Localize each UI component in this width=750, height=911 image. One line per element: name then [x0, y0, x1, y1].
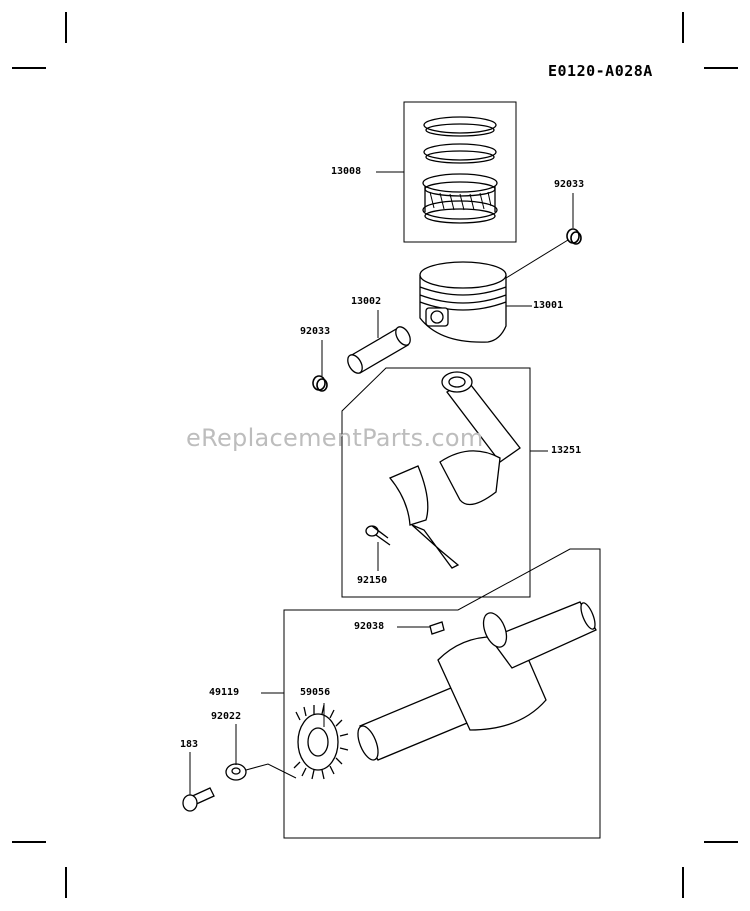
label-crankshaft-assy[interactable]: 49119 — [209, 687, 240, 698]
label-gear[interactable]: 59056 — [300, 687, 331, 698]
crop-marks — [12, 12, 738, 898]
clip-art — [312, 228, 582, 392]
crankshaft-art — [357, 601, 597, 761]
label-key[interactable]: 92038 — [354, 621, 385, 632]
label-bolt[interactable]: 183 — [180, 739, 199, 750]
piston-art — [419, 261, 507, 343]
gear-art — [293, 704, 349, 780]
label-piston[interactable]: 13001 — [533, 300, 564, 311]
crankshaft-box — [283, 548, 601, 839]
piston-pin-art — [347, 326, 411, 374]
label-piston-pin[interactable]: 13002 — [351, 296, 382, 307]
diagram-code: E0120-A028A — [548, 62, 653, 80]
connecting-rod-box — [341, 367, 531, 598]
ring-set-box — [403, 101, 517, 243]
label-connecting-rod[interactable]: 13251 — [551, 445, 582, 456]
label-clip-right[interactable]: 92033 — [554, 179, 585, 190]
connecting-rod-art — [365, 371, 521, 569]
label-rod-bolt[interactable]: 92150 — [357, 575, 388, 586]
washer-bolt-art — [182, 763, 247, 812]
piston-rings-art — [422, 116, 498, 224]
label-clip-left[interactable]: 92033 — [300, 326, 331, 337]
leader-lines — [189, 171, 574, 795]
label-washer[interactable]: 92022 — [211, 711, 242, 722]
watermark: eReplacementParts.com — [186, 424, 484, 452]
label-ring-set[interactable]: 13008 — [331, 166, 362, 177]
